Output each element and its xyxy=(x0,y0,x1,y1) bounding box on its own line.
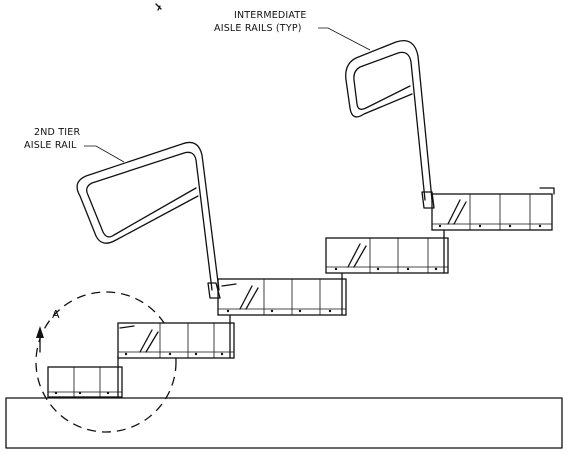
rivet-dots xyxy=(54,224,542,395)
step-unit-2 xyxy=(217,267,347,316)
detail-arrow-head xyxy=(36,326,44,338)
ground-slab xyxy=(5,397,563,449)
leader-second-tier xyxy=(84,145,125,163)
step-unit-4 xyxy=(431,187,555,231)
callout-second-tier-line2: AISLE RAIL xyxy=(24,140,77,151)
leader-intermediate xyxy=(318,27,371,51)
callout-second-tier: 2ND TIER AISLE RAIL xyxy=(24,127,125,163)
callout-intermediate: INTERMEDIATE AISLE RAILS (TYP) xyxy=(214,10,371,51)
step-unit-0 xyxy=(47,355,123,398)
second-tier-aisle-rail xyxy=(76,141,221,299)
callout-intermediate-line2: AISLE RAILS (TYP) xyxy=(214,23,302,34)
callout-intermediate-line1: INTERMEDIATE xyxy=(234,10,307,21)
detail-label: A xyxy=(52,308,60,321)
callout-second-tier-line1: 2ND TIER xyxy=(34,127,80,138)
intermediate-aisle-rail xyxy=(345,39,435,209)
drawing-mark xyxy=(155,3,162,11)
step-unit-1 xyxy=(117,311,235,359)
detail-circle-a xyxy=(35,291,177,433)
step-unit-3 xyxy=(325,225,449,274)
